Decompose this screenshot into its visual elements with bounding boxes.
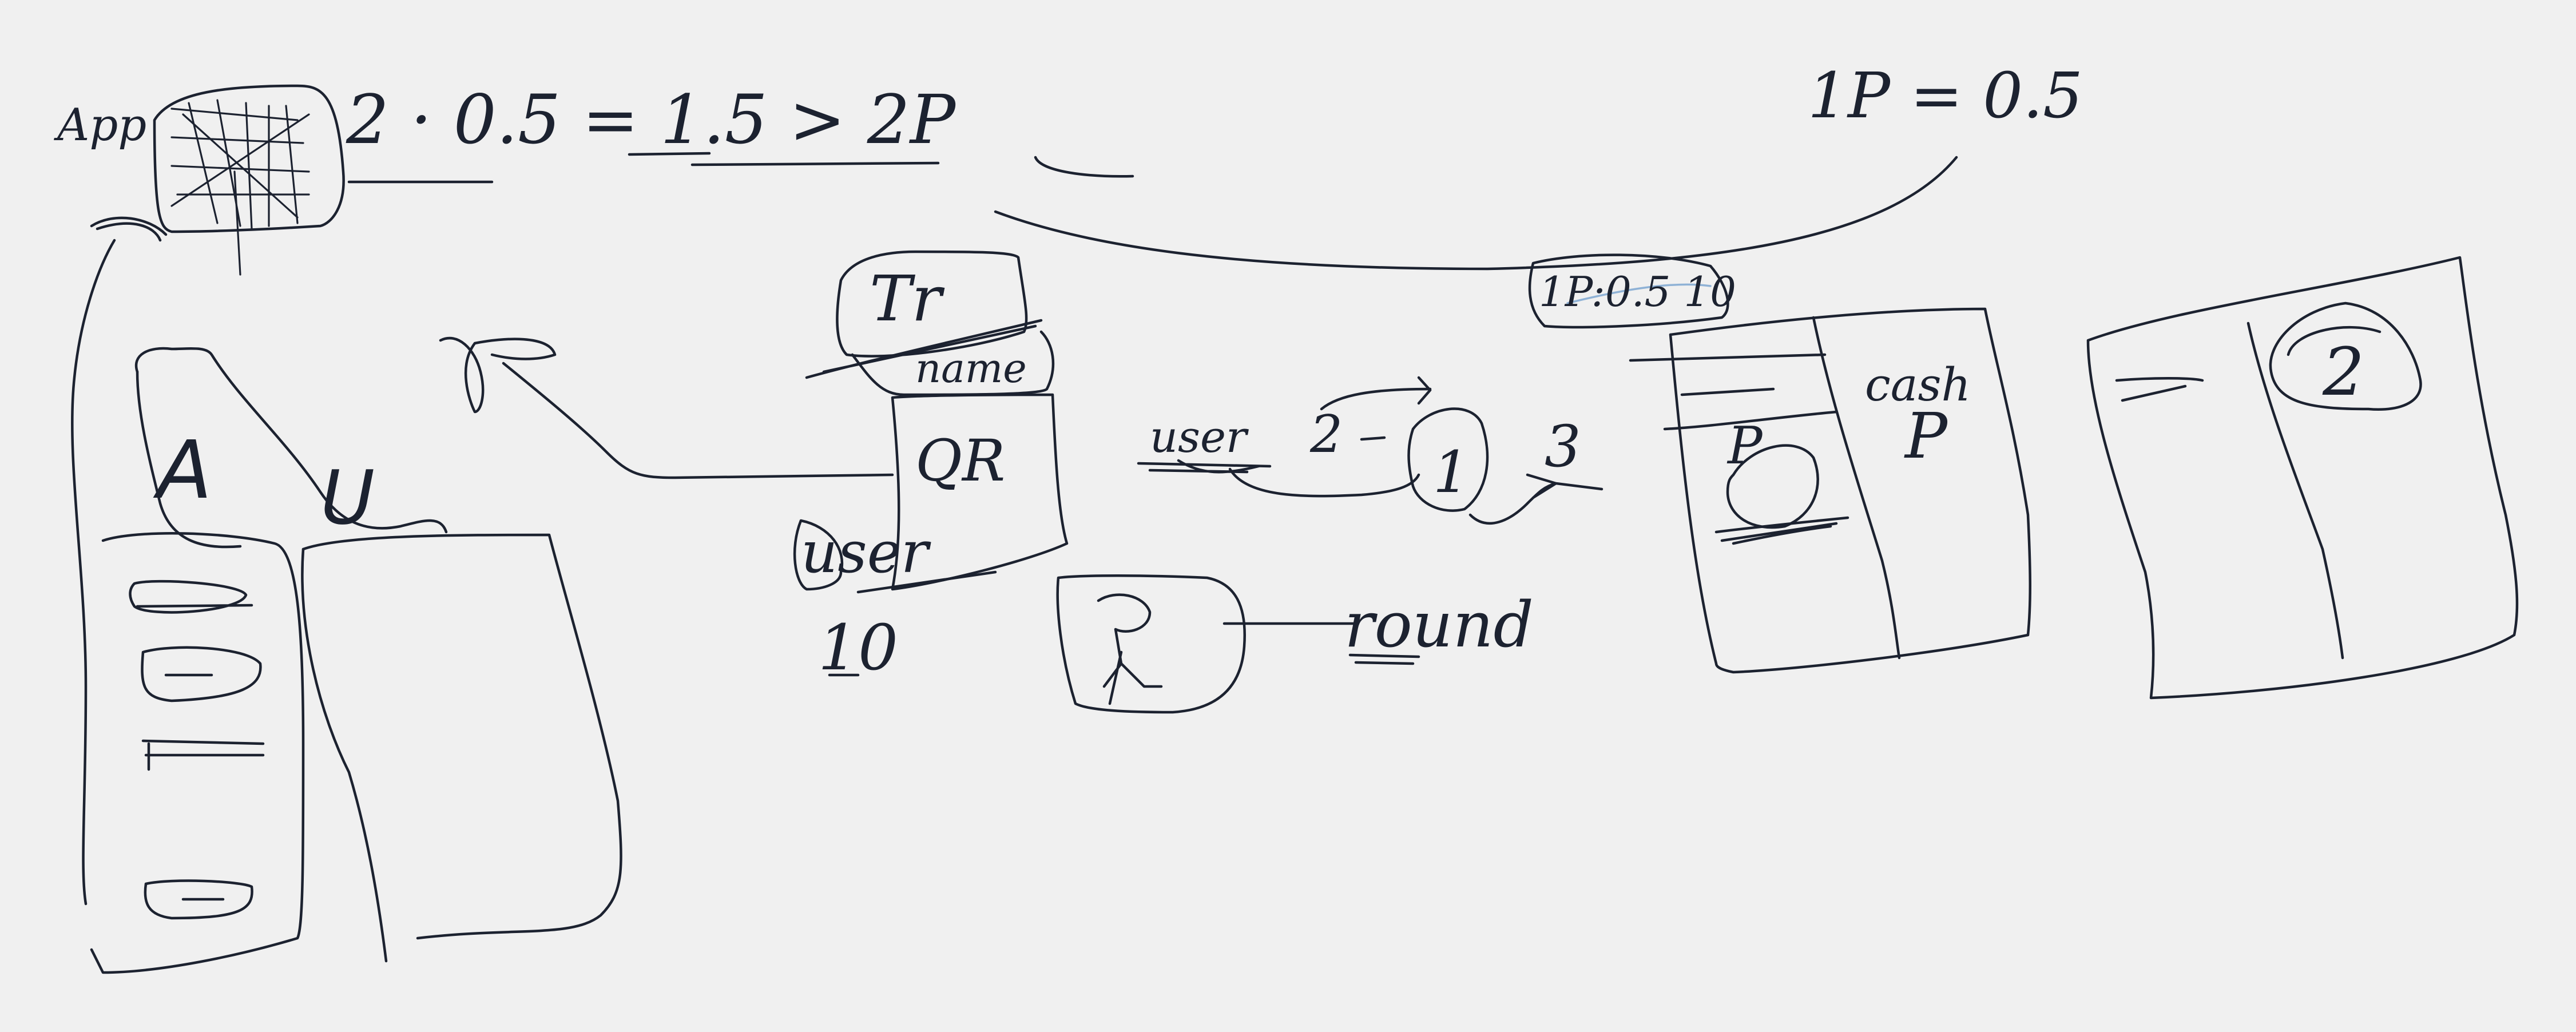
user-note-underline [1137, 459, 1272, 474]
round-label: round [1344, 588, 1534, 661]
user-label: user [801, 519, 931, 586]
rate-box-label: 1P:0.5 10 [1539, 268, 1736, 316]
user-underline [856, 570, 997, 594]
card-2-panel: 2 [2086, 256, 2519, 700]
step-1-circle [1407, 407, 1489, 512]
rate-box [1528, 253, 1729, 329]
top-right-rate: 1P = 0.5 [1808, 59, 2083, 132]
cash-panel-outline [1669, 307, 2031, 674]
cash-panel: 1P:0.5 10 P cash P [1528, 253, 2031, 674]
equation-underline [347, 152, 940, 184]
page-tab [134, 347, 448, 534]
rate-highlight [1566, 283, 1712, 304]
equation-bracket [1034, 156, 1134, 178]
tr-box [836, 250, 1028, 358]
p-left-label: P [1726, 416, 1763, 476]
equation-text: 2 · 0.5 = 1.5 > 2P [346, 80, 957, 159]
equation: 2 · 0.5 = 1.5 > 2P [346, 80, 1134, 184]
step-1-return [1228, 467, 1420, 498]
page-front [90, 532, 305, 974]
page-back [301, 533, 622, 940]
step-2-dash [1360, 436, 1386, 441]
page-back-inner [301, 547, 388, 963]
cash-panel-divider [1812, 316, 1901, 660]
app-logo-box [153, 84, 345, 233]
step-2-arrow [1320, 376, 1432, 411]
phone-left-outline [71, 239, 116, 906]
header-line-1 [1629, 353, 1827, 362]
list-row-2 [141, 646, 262, 702]
list-row-3 [141, 739, 265, 771]
p-coin-base [1714, 516, 1849, 545]
round-flow: round [1056, 574, 1534, 714]
step-1-label: 1 [1433, 439, 1470, 506]
card-2-cloud [2269, 301, 2422, 411]
round-underline [1348, 653, 1420, 665]
qr-label: QR [915, 427, 1005, 494]
app-label: App [54, 100, 146, 151]
logo-tail [90, 216, 168, 242]
step-3-arrow [1468, 473, 1603, 525]
page-inner-curve [136, 370, 242, 549]
phone-sketch: A U [71, 239, 622, 974]
card-2-outline [2086, 256, 2519, 700]
card-2-dash [2115, 377, 2204, 402]
list-row-1 [129, 579, 253, 614]
tr-label: Tr [870, 262, 945, 335]
list-row-4 [144, 879, 253, 920]
page-a-letter: A [153, 424, 212, 517]
qr-flow: Tr name QR user 10 [793, 250, 1069, 684]
connector-curve [994, 156, 1958, 271]
p-right-label: P [1904, 399, 1948, 473]
cash-label: cash [1865, 358, 1971, 411]
page-u-letter: U [320, 454, 375, 541]
app-sketch: App [54, 84, 345, 276]
count-10-label: 10 [818, 611, 898, 684]
card-2-label: 2 [2322, 334, 2364, 411]
qr-box [891, 393, 1069, 591]
logo-scribble [170, 99, 310, 276]
user-bubble [793, 519, 844, 591]
round-box [1056, 574, 1246, 714]
person-icon [1097, 593, 1163, 705]
card-2-divider [2246, 321, 2344, 660]
step-flow: user 2 1 3 [1137, 376, 1603, 525]
step-3-label: 3 [1545, 413, 1581, 480]
arrow-to-page [439, 336, 894, 479]
name-label: name [915, 345, 1027, 392]
header-line-3 [1663, 410, 1838, 431]
step-2-label: 2 [1309, 404, 1343, 465]
user-note-label: user [1150, 411, 1249, 462]
header-line-2 [1680, 387, 1775, 396]
p-coin [1726, 444, 1819, 529]
